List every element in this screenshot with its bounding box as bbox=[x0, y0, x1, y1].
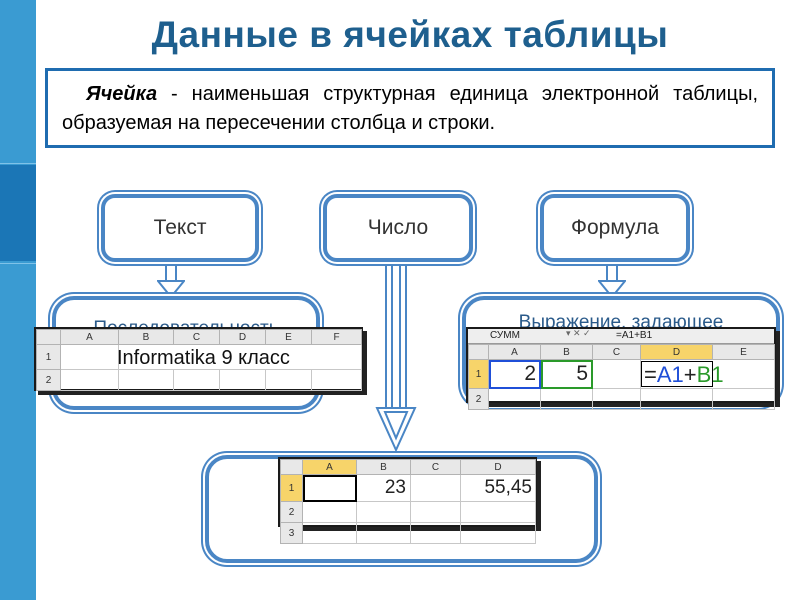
category-number-box: Число bbox=[323, 194, 473, 262]
active-cell-outline bbox=[641, 361, 713, 387]
cell-text-content: Informatika 9 класс bbox=[117, 347, 290, 369]
slide-title: Данные в ячейках таблицы bbox=[151, 14, 669, 55]
cell-a1[interactable]: 2 bbox=[488, 359, 541, 389]
arrow-shaft-number bbox=[385, 264, 407, 410]
formula-part: = bbox=[644, 362, 657, 387]
cell-b1[interactable]: 5 bbox=[540, 359, 593, 389]
cell-number[interactable]: 55,45 bbox=[460, 474, 536, 502]
column-header[interactable]: F bbox=[311, 329, 362, 345]
column-header[interactable]: C bbox=[410, 459, 461, 475]
column-header[interactable]: D bbox=[219, 329, 266, 345]
cell[interactable] bbox=[460, 522, 536, 544]
side-decor-line bbox=[0, 163, 36, 164]
row-header[interactable]: 3 bbox=[280, 522, 303, 544]
side-decor-block bbox=[0, 165, 36, 261]
column-header[interactable]: C bbox=[592, 344, 641, 360]
category-formula-label: Формула bbox=[571, 216, 659, 239]
arrow-head-formula bbox=[598, 280, 626, 298]
cell[interactable] bbox=[410, 501, 461, 523]
column-header[interactable]: D bbox=[460, 459, 536, 475]
cell[interactable] bbox=[60, 369, 119, 391]
side-decor-bar bbox=[0, 0, 36, 600]
row-header-active[interactable]: 1 bbox=[468, 359, 489, 389]
cell[interactable] bbox=[592, 388, 641, 410]
arrow-head-text bbox=[157, 280, 185, 298]
cell[interactable] bbox=[118, 369, 174, 391]
row-header[interactable]: 2 bbox=[468, 388, 489, 410]
column-header[interactable]: B bbox=[118, 329, 174, 345]
column-header[interactable]: C bbox=[173, 329, 220, 345]
formula-ref-a1: A1 bbox=[656, 362, 684, 387]
column-header[interactable]: E bbox=[712, 344, 775, 360]
category-text-box: Текст bbox=[101, 194, 259, 262]
cell[interactable] bbox=[173, 369, 220, 391]
category-formula-box: Формула bbox=[540, 194, 690, 262]
cell[interactable] bbox=[592, 359, 641, 389]
row-header-active[interactable]: 1 bbox=[280, 474, 303, 502]
cell[interactable] bbox=[60, 344, 119, 370]
row-header[interactable]: 2 bbox=[36, 369, 61, 391]
column-header[interactable]: A bbox=[488, 344, 541, 360]
cell[interactable] bbox=[410, 474, 461, 502]
row-header[interactable]: 2 bbox=[280, 501, 303, 523]
side-decor-line bbox=[0, 263, 36, 264]
definition-term: Ячейка bbox=[86, 83, 158, 105]
column-header[interactable]: B bbox=[356, 459, 411, 475]
cell-number[interactable]: 23 bbox=[356, 474, 411, 502]
formula-ref-b1: B1 bbox=[696, 362, 724, 387]
cell[interactable] bbox=[488, 388, 541, 410]
cell[interactable] bbox=[356, 501, 411, 523]
category-text-label: Текст bbox=[153, 216, 207, 239]
number-spreadsheet: A B C D 1 23 55,45 2 3 bbox=[278, 457, 537, 544]
cell-text-value[interactable]: Informatika 9 класс bbox=[117, 344, 362, 370]
corner-cell bbox=[280, 459, 303, 475]
definition-box: Ячейка - наименьшая структурная единица … bbox=[45, 68, 775, 148]
column-header[interactable]: B bbox=[540, 344, 593, 360]
formula-bar-controls[interactable]: ▾ ✕ ✓ bbox=[566, 328, 591, 338]
arrow-head-number bbox=[375, 407, 417, 452]
category-number-label: Число bbox=[367, 216, 429, 239]
text-spreadsheet: A B C D E F 1 Informatika 9 класс 2 bbox=[34, 327, 363, 391]
formula-bar: СУММ ▾ ✕ ✓ =A1+B1 bbox=[468, 328, 774, 344]
cell[interactable] bbox=[302, 501, 357, 523]
cell-selected[interactable] bbox=[302, 474, 357, 502]
cell[interactable] bbox=[640, 388, 713, 410]
cell[interactable] bbox=[540, 388, 593, 410]
cell[interactable] bbox=[410, 522, 461, 544]
formula-spreadsheet: СУММ ▾ ✕ ✓ =A1+B1 A B C D E 1 2 5 bbox=[466, 327, 776, 410]
corner-cell bbox=[36, 329, 61, 345]
definition-text: - наименьшая структурная единица электро… bbox=[62, 83, 758, 134]
formula-bar-value[interactable]: =A1+B1 bbox=[616, 330, 653, 341]
corner-cell bbox=[468, 344, 489, 360]
cell-formula[interactable]: =A1+B1 bbox=[640, 359, 775, 389]
cell[interactable] bbox=[356, 522, 411, 544]
cell[interactable] bbox=[219, 369, 266, 391]
name-box[interactable]: СУММ bbox=[490, 330, 520, 341]
column-header[interactable]: A bbox=[60, 329, 119, 345]
column-header-active[interactable]: D bbox=[640, 344, 713, 360]
formula-expression: =A1+B1 bbox=[644, 362, 724, 388]
column-header[interactable]: E bbox=[265, 329, 312, 345]
cell[interactable] bbox=[302, 522, 357, 544]
cell[interactable] bbox=[265, 369, 312, 391]
row-header[interactable]: 1 bbox=[36, 344, 61, 370]
cell[interactable] bbox=[712, 388, 775, 410]
cell[interactable] bbox=[311, 369, 362, 391]
formula-part: + bbox=[683, 362, 697, 387]
column-header-active[interactable]: A bbox=[302, 459, 357, 475]
cell[interactable] bbox=[460, 501, 536, 523]
